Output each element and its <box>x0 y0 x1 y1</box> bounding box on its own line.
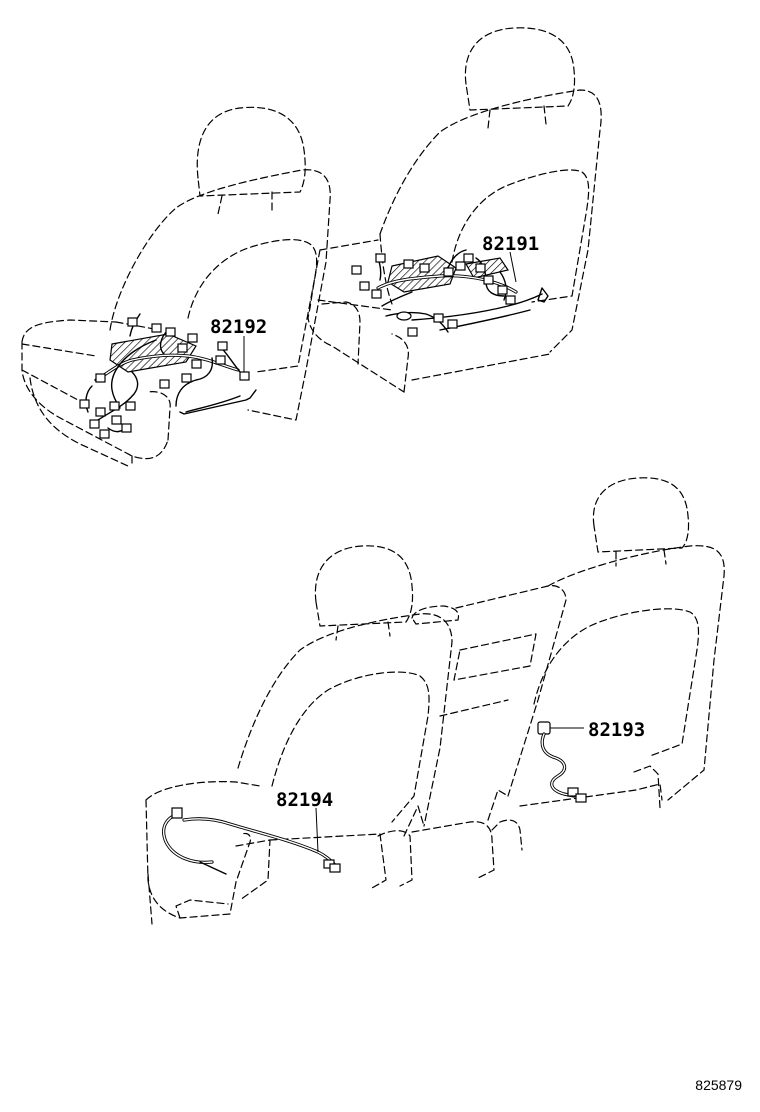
rear-seat-harness <box>162 721 587 875</box>
part-number-82193: 82193 <box>588 719 645 741</box>
front-right-seat-outline <box>307 27 602 393</box>
part-number-82191: 82191 <box>482 233 539 255</box>
figure-number: 825879 <box>695 1077 742 1093</box>
front-right-seat-harness <box>351 249 549 337</box>
rear-seat-outline <box>145 477 725 925</box>
front-left-seat-harness <box>79 313 257 439</box>
part-number-82192: 82192 <box>210 316 267 338</box>
part-number-82194: 82194 <box>276 789 333 811</box>
front-left-seat-outline <box>21 106 331 467</box>
